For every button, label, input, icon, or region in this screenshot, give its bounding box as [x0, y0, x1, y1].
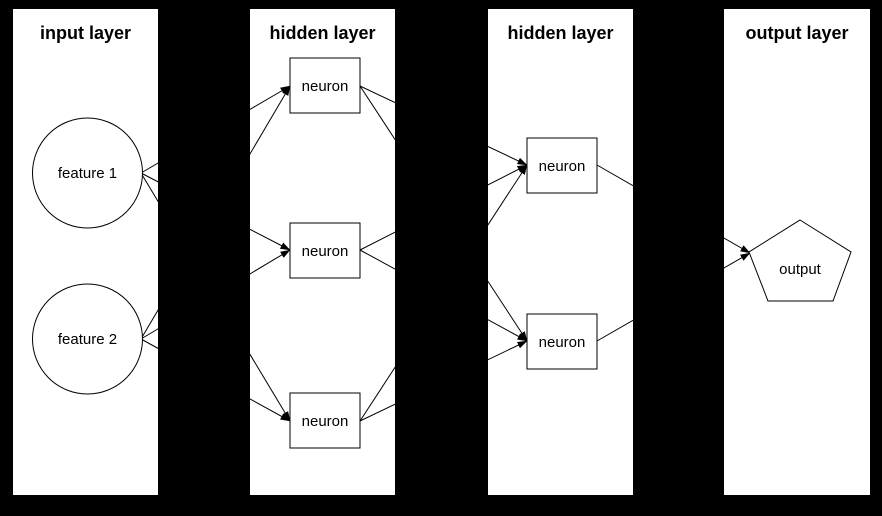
label-feature-2: feature 2 [58, 331, 117, 348]
title-hidden-layer-1: hidden layer [269, 23, 375, 43]
label-output: output [779, 261, 822, 278]
label-neuron-1b: neuron [302, 243, 349, 260]
title-output-layer: output layer [745, 23, 848, 43]
node-output [748, 219, 852, 302]
node-neuron-1a [289, 57, 361, 114]
node-feature-1 [32, 117, 143, 229]
panel-hidden-layer-2 [488, 9, 633, 495]
title-input-layer: input layer [40, 23, 131, 43]
label-neuron-2b: neuron [539, 334, 586, 351]
label-feature-1: feature 1 [58, 165, 117, 182]
label-neuron-1a: neuron [302, 78, 349, 95]
panel-input-layer [13, 9, 158, 495]
title-hidden-layer-2: hidden layer [507, 23, 613, 43]
label-neuron-1c: neuron [302, 413, 349, 430]
node-neuron-2a [526, 137, 598, 194]
node-neuron-1c [289, 392, 361, 449]
label-neuron-2a: neuron [539, 158, 586, 175]
node-neuron-1b [289, 222, 361, 279]
node-neuron-2b [526, 313, 598, 370]
node-feature-2 [32, 283, 143, 395]
